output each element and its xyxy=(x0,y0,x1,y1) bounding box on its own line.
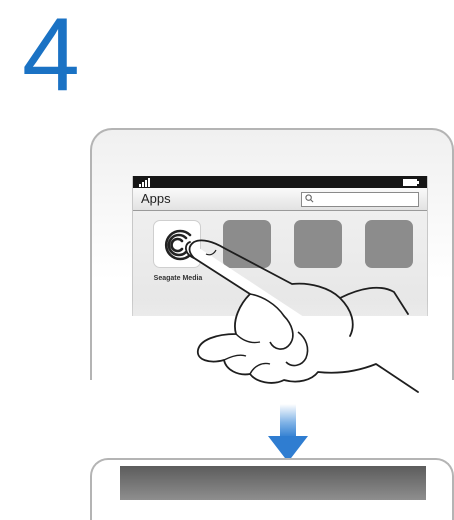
pointing-hand-illustration xyxy=(180,224,420,394)
search-input[interactable] xyxy=(301,192,419,207)
battery-icon xyxy=(403,179,417,186)
status-bar xyxy=(133,176,427,188)
next-tablet-device xyxy=(90,458,454,520)
app-title: Apps xyxy=(141,191,171,206)
next-screen-bar xyxy=(120,466,426,500)
app-bar: Apps xyxy=(133,188,427,211)
down-arrow-icon xyxy=(268,404,308,464)
signal-bars-icon xyxy=(139,178,153,187)
step-number: 4 xyxy=(22,0,80,110)
search-icon xyxy=(305,194,314,203)
